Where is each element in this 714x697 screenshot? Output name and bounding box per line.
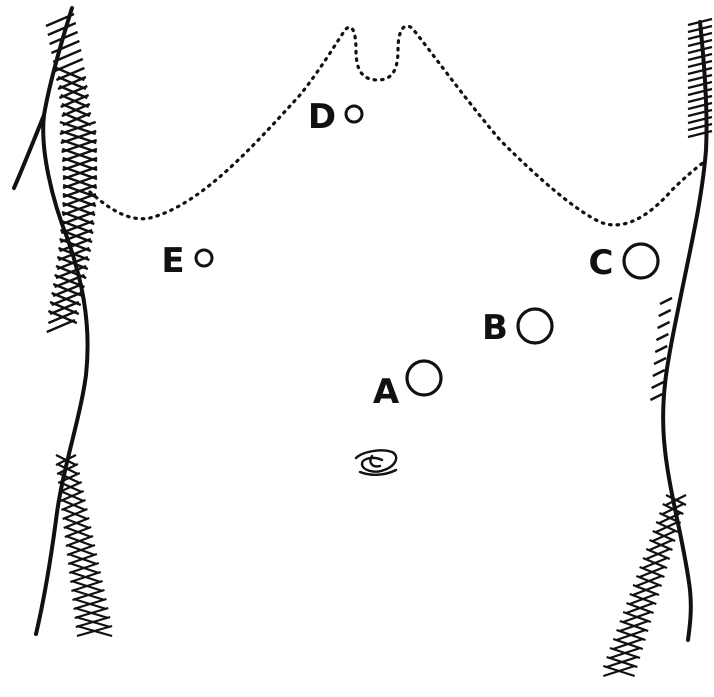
port-a-circle — [407, 361, 441, 395]
hatch-stroke — [51, 41, 79, 53]
hatch-stroke — [659, 310, 671, 316]
port-d-label: D — [308, 100, 336, 134]
port-a-label: A — [373, 375, 399, 409]
port-e-label: E — [161, 244, 184, 278]
hatch-stroke — [688, 89, 712, 95]
right-flank-line — [663, 22, 706, 640]
hatch-stroke — [688, 47, 712, 53]
port-c-circle — [624, 244, 658, 278]
hatch-stroke — [688, 82, 712, 88]
hatch-stroke — [653, 370, 665, 376]
right-rib-hatching — [650, 19, 712, 400]
hatch-stroke — [660, 298, 672, 304]
port-d-circle — [346, 106, 362, 122]
costal-margin-dotted-line — [90, 26, 704, 225]
umbilicus-mark — [356, 450, 396, 474]
hatch-stroke — [654, 358, 666, 364]
hatch-stroke — [652, 382, 664, 388]
hatch-stroke — [688, 96, 712, 102]
hatch-stroke — [658, 322, 670, 328]
left-shoulder-stub — [14, 115, 44, 188]
hatch-stroke — [688, 61, 712, 67]
hatch-stroke — [688, 54, 712, 60]
hatch-stroke — [656, 334, 668, 340]
port-b-label: B — [482, 311, 508, 345]
hatch-stroke — [655, 346, 667, 352]
port-b-circle — [518, 309, 552, 343]
port-c-label: C — [589, 246, 614, 280]
port-e-circle — [196, 250, 212, 266]
hatch-stroke — [688, 103, 712, 109]
hatch-stroke — [650, 394, 662, 400]
hatch-stroke — [688, 68, 712, 74]
left-rib-hatching — [46, 14, 97, 332]
hatch-stroke — [688, 75, 712, 81]
hatch-stroke — [48, 23, 76, 35]
right-hip-hatching — [603, 495, 686, 676]
